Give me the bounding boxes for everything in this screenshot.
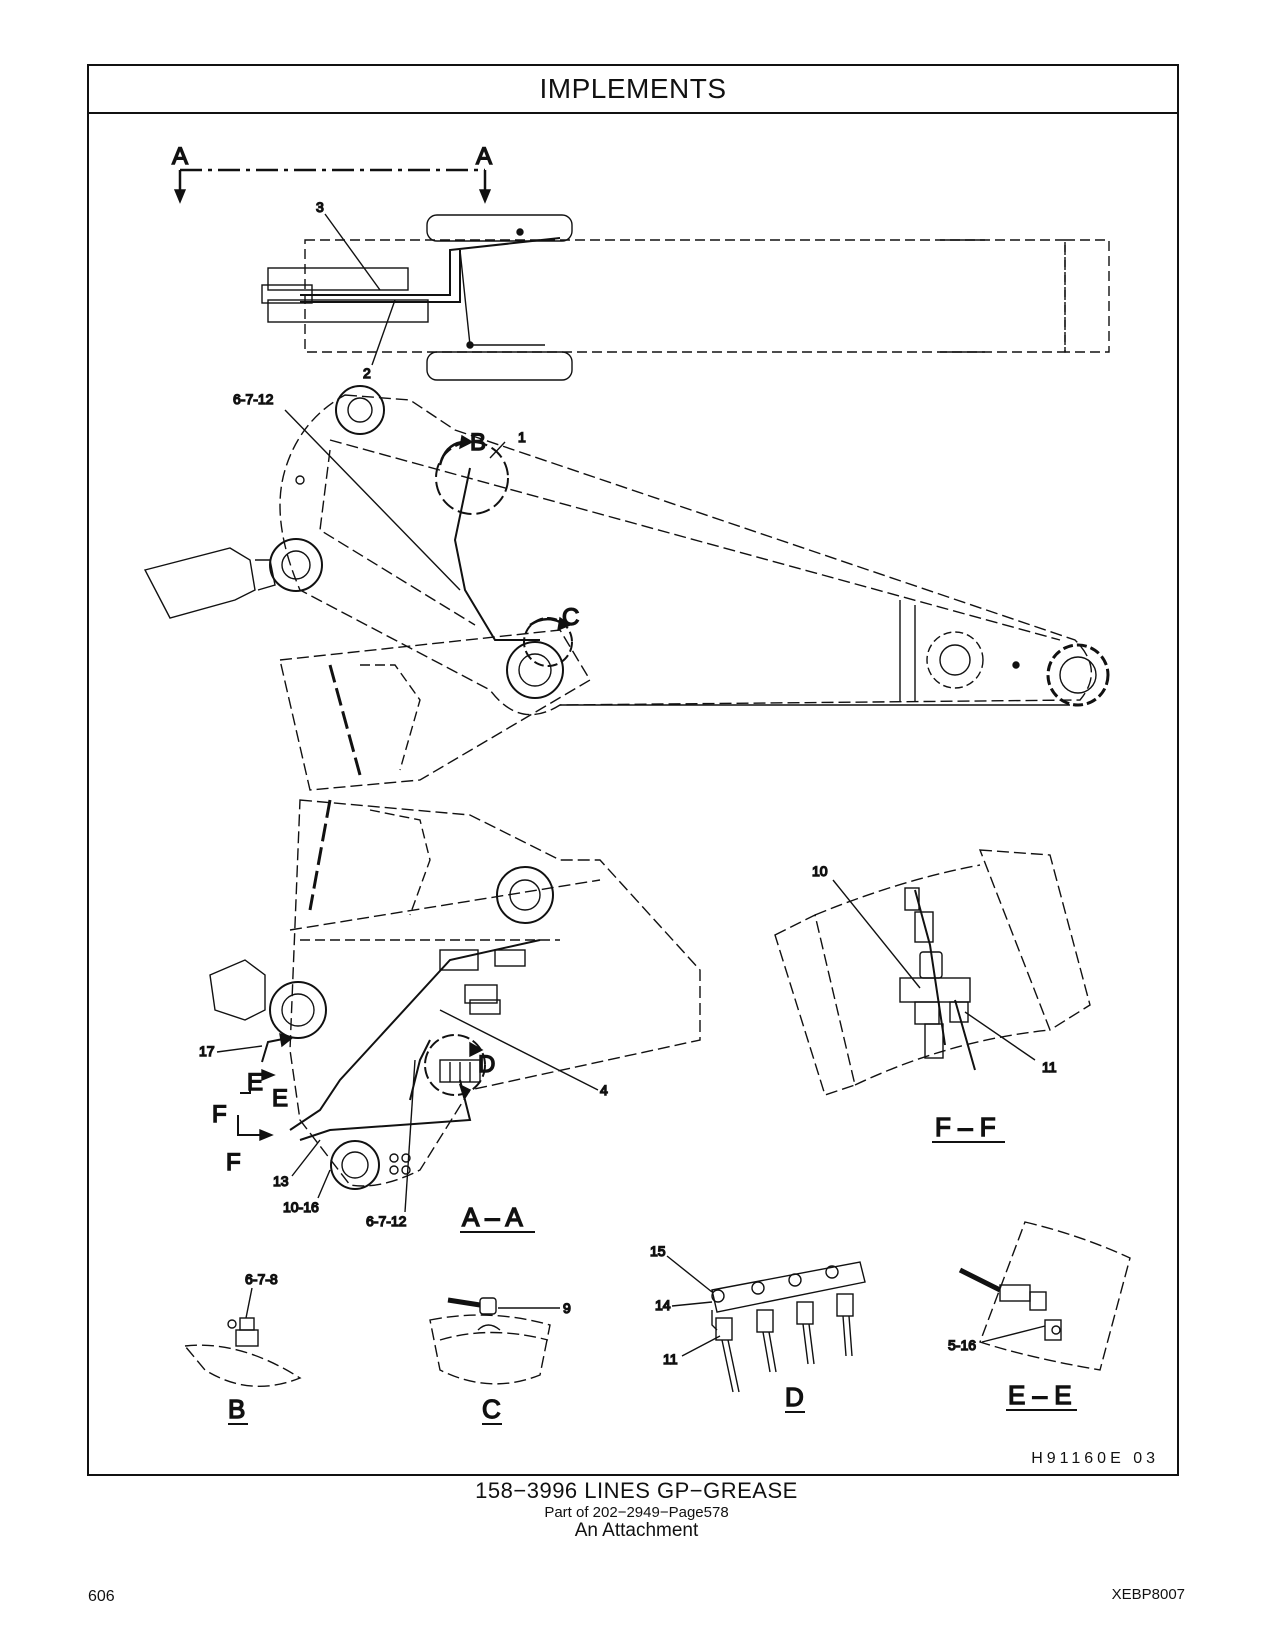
top-view: A A 3 2 [171, 142, 1110, 382]
part-3-label: 3 [316, 199, 324, 215]
detail-b-title: B [228, 1394, 245, 1424]
part-17-label: 17 [199, 1043, 215, 1059]
part-1-label: 1 [518, 429, 526, 445]
caption-part-of: Part of 202−2949−Page578 [544, 1504, 729, 1521]
view-f-callout-1: F [212, 1101, 227, 1128]
part-6-7-12-lower-label: 6-7-12 [366, 1213, 407, 1229]
header-bar: IMPLEMENTS [89, 66, 1177, 114]
part-15-label: 15 [650, 1243, 666, 1259]
detail-d-title: D [785, 1382, 804, 1412]
section-a-left-label: A [172, 143, 188, 170]
document-code: XEBP8007 [1111, 1586, 1185, 1603]
detail-d-callout: D [478, 1051, 495, 1078]
detail-c-view: 9 C [429, 1297, 572, 1425]
section-a-right-label: A [476, 143, 492, 170]
part-6-7-8-label: 6-7-8 [245, 1271, 278, 1287]
section-ff-title: F – F [935, 1112, 996, 1142]
caption-attachment: An Attachment [574, 1520, 699, 1541]
view-f-callout-2: F [226, 1149, 241, 1176]
view-e-callout-2: E [272, 1085, 288, 1112]
part-11-ff-label: 11 [1042, 1059, 1057, 1075]
caption-title: 158−3996 LINES GP−GREASE [475, 1478, 798, 1503]
part-10-16-label: 10-16 [283, 1199, 319, 1215]
side-view: B C 1 6-7-12 [143, 385, 1110, 791]
part-11-d-label: 11 [663, 1351, 678, 1367]
drawing-frame: IMPLEMENTS H91160E 03 [87, 64, 1179, 1476]
part-14-label: 14 [655, 1297, 671, 1313]
page-number: 606 [88, 1588, 115, 1605]
page-title: IMPLEMENTS [539, 73, 727, 104]
section-ee-title: E – E [1008, 1380, 1072, 1410]
detail-c-callout: C [562, 604, 579, 631]
section-aa-view: D 4 E E F F 17 13 10-16 6-7-12 A – A [198, 799, 701, 1233]
part-9-label: 9 [563, 1300, 571, 1316]
detail-d-view: 15 14 11 D [649, 1242, 866, 1413]
section-aa-title: A – A [462, 1202, 523, 1232]
part-6-7-12-label: 6-7-12 [233, 391, 274, 407]
drawing-code: H91160E 03 [1031, 1450, 1159, 1467]
section-ee-view: 5-16 E – E [947, 1221, 1131, 1411]
detail-c-title: C [482, 1394, 501, 1424]
detail-b-callout: B [470, 429, 486, 456]
part-10-label: 10 [812, 863, 828, 879]
view-e-callout-1: E [247, 1069, 263, 1096]
part-5-16-label: 5-16 [948, 1337, 976, 1353]
part-13-label: 13 [273, 1173, 289, 1189]
section-ff-view: 10 11 F – F [774, 849, 1091, 1143]
part-2-label: 2 [363, 365, 371, 381]
detail-b-view: 6-7-8 B [183, 1270, 302, 1425]
part-4-label: 4 [600, 1082, 608, 1098]
